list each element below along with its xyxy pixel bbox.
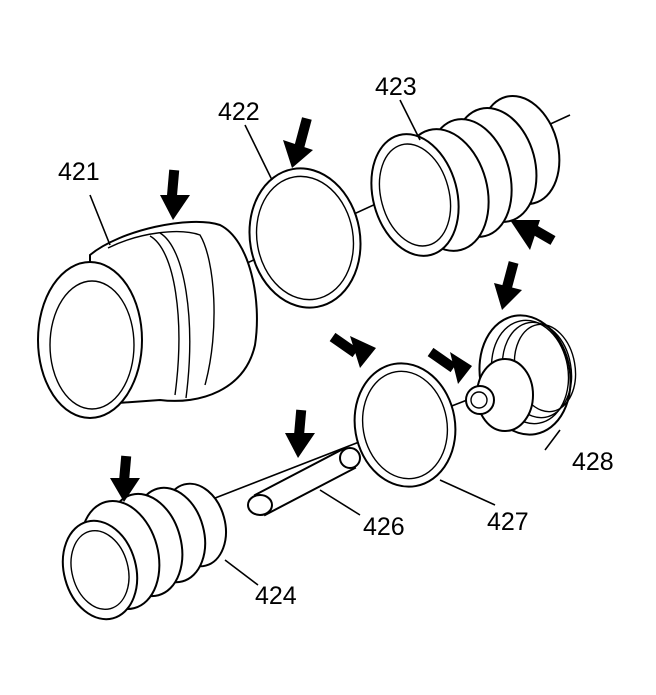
arrow-426 — [285, 409, 315, 458]
leader-423 — [399, 99, 421, 141]
part-424-spring — [61, 482, 227, 621]
part-421-housing — [37, 220, 258, 419]
leader-427 — [439, 479, 496, 506]
label-421: 421 — [58, 158, 100, 186]
label-423: 423 — [375, 73, 417, 101]
label-424: 424 — [255, 582, 297, 610]
arrow-422 — [283, 117, 313, 168]
arrow-428 — [494, 261, 522, 310]
leader-426 — [319, 489, 361, 516]
arrow-428-stem — [427, 347, 472, 384]
label-428: 428 — [572, 448, 614, 476]
leader-422 — [244, 124, 273, 181]
leader-421 — [89, 194, 111, 246]
label-422: 422 — [218, 98, 260, 126]
arrow-424 — [110, 455, 140, 502]
label-426: 426 — [363, 513, 405, 541]
part-422-seal-ring — [248, 167, 362, 309]
arrow-427 — [329, 332, 376, 368]
arrow-423 — [510, 220, 556, 250]
leader-428 — [544, 429, 561, 451]
part-426-pin — [247, 446, 361, 517]
leader-424 — [224, 559, 259, 586]
part-428-valve — [465, 314, 577, 436]
part-427-seal-ring — [353, 362, 457, 488]
arrow-421 — [160, 169, 190, 220]
label-427: 427 — [487, 508, 529, 536]
part-423-spring — [370, 94, 561, 257]
